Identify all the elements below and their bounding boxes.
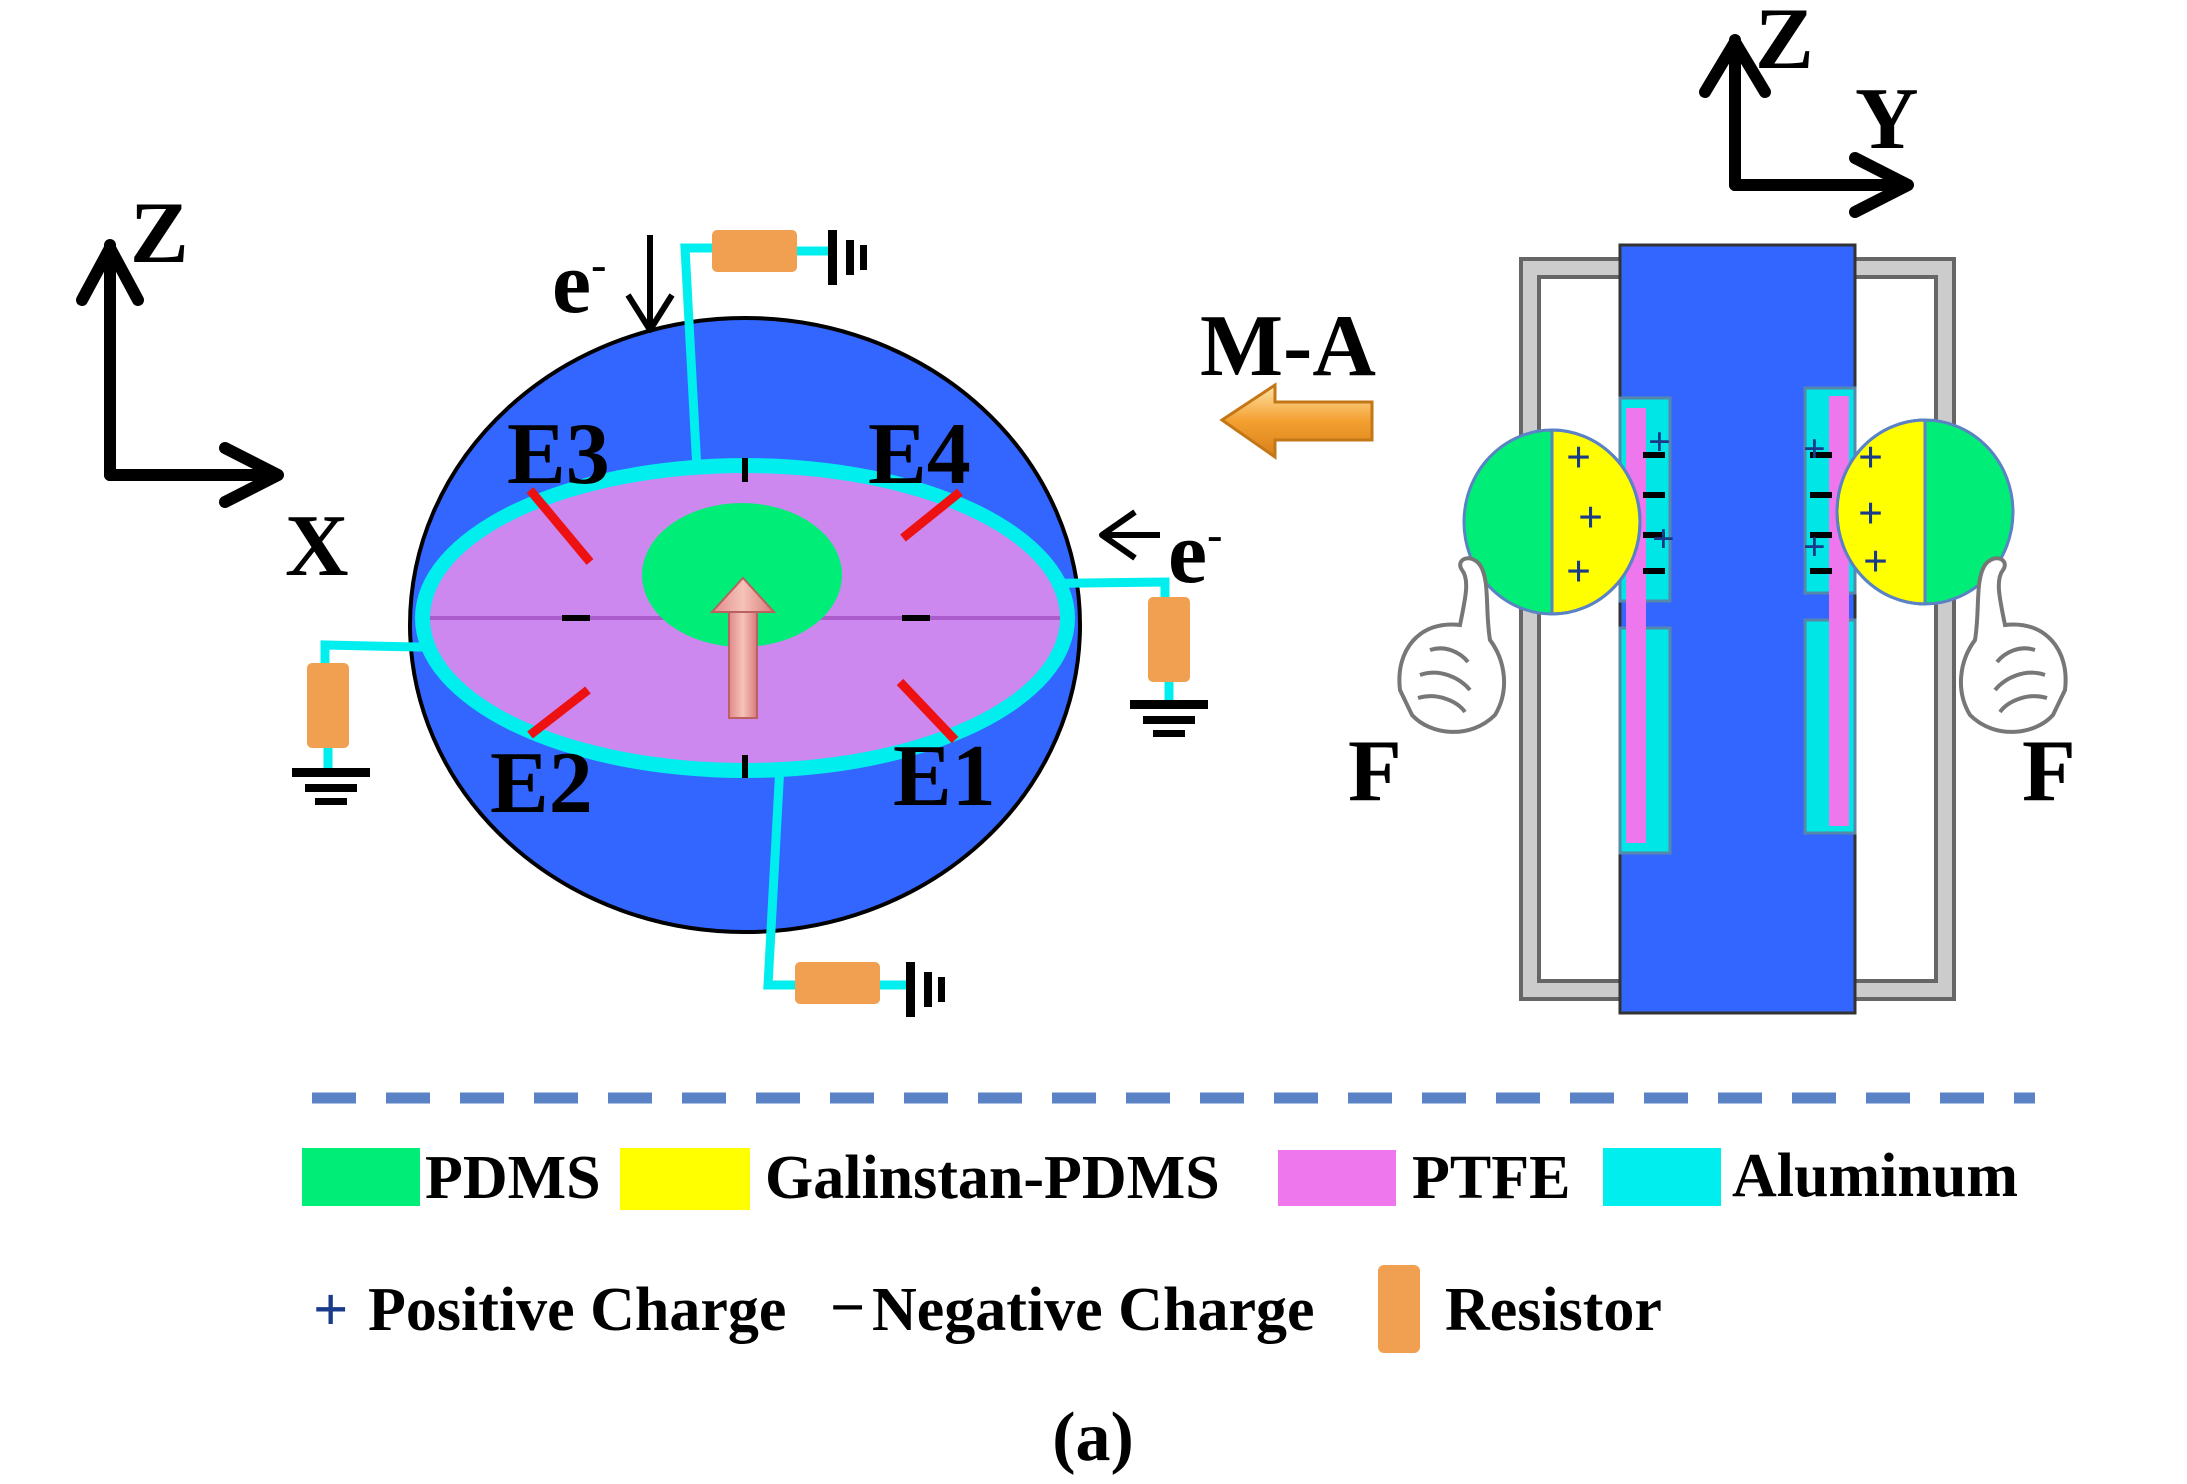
svg-text:+: + [1858, 433, 1883, 482]
legend-icon-minus: − [830, 1274, 865, 1342]
svg-text:+: + [1566, 433, 1591, 482]
svg-text:+: + [1803, 426, 1826, 471]
resistor-icon [307, 663, 349, 748]
left-axis-z-label: Z [130, 185, 189, 282]
electrode-label-e2: E2 [490, 735, 593, 832]
block-arrow-icon [1219, 382, 1374, 460]
right-axes: Z Y [1699, 0, 1919, 218]
pdms-mass [642, 503, 842, 647]
legend-swatch-pdms [302, 1148, 420, 1206]
ptfe-strip-left [1626, 408, 1646, 843]
axis-arrow-icon [1699, 36, 1771, 98]
electron-flow-top: e- [552, 235, 675, 333]
electrode-e1 [896, 678, 959, 744]
ground-icon [828, 230, 867, 285]
motion-arrow-label: M-A [1200, 298, 1376, 395]
svg-text:+: + [1566, 547, 1591, 596]
force-label-left: F [1348, 723, 1402, 820]
ground-icon [906, 962, 945, 1017]
positive-charges-balls: + + + + + + [1566, 433, 1888, 596]
axis-arrow-icon [1849, 152, 1914, 218]
electrode-label-e3: E3 [507, 406, 610, 503]
frame-left [1519, 257, 1620, 1001]
sensor-side-view: + + + + + + + + + + [1348, 243, 2076, 1015]
svg-text:e-: e- [552, 235, 606, 332]
right-axis-y-label: Y [1855, 71, 1919, 168]
legend-swatch-ptfe [1278, 1150, 1396, 1206]
pointing-hand-icon [1958, 556, 2068, 734]
svg-text:+: + [1858, 489, 1883, 538]
displacement-arrow-icon [709, 576, 777, 719]
ground-icon [1130, 700, 1208, 737]
wire-bottom [763, 764, 795, 990]
pointing-hand-icon [1397, 556, 1507, 734]
resistor-icon [712, 230, 797, 272]
legend-swatch-aluminum [1603, 1148, 1721, 1206]
legend-label-negative: Negative Charge [872, 1276, 1314, 1344]
figure-caption: (a) [1052, 1399, 1134, 1476]
ground-icon [292, 768, 370, 805]
left-axis-x-label: X [285, 498, 349, 595]
electrode-e2 [527, 686, 591, 739]
legend-label-ptfe: PTFE [1412, 1144, 1570, 1212]
svg-text:+: + [1652, 516, 1675, 561]
legend-swatch-galinstan [620, 1148, 750, 1210]
electrode-label-e1: E1 [893, 728, 996, 825]
svg-text:+: + [1578, 493, 1603, 542]
axis-arrow-icon [76, 242, 144, 306]
ptfe-strip-right [1829, 396, 1849, 826]
resistor-icon [1148, 597, 1190, 682]
axis-arrow-icon [219, 442, 284, 508]
electrode-label-e4: E4 [868, 406, 971, 503]
frame-right [1855, 257, 1956, 1001]
left-axes: Z X [76, 185, 349, 595]
resistor-icon [795, 962, 880, 1004]
contact-ball-left [1462, 428, 1642, 616]
legend: PDMS Galinstan-PDMS PTFE Aluminum + Posi… [302, 1142, 2018, 1353]
force-label-right: F [2022, 723, 2076, 820]
wire-top [680, 243, 720, 471]
legend-swatch-resistor [1378, 1265, 1420, 1353]
legend-label-positive: Positive Charge [368, 1276, 786, 1344]
motion-arrow: M-A [1200, 298, 1376, 460]
legend-icon-plus: + [313, 1276, 348, 1344]
svg-text:+: + [1863, 537, 1888, 586]
contact-ball-right [1835, 418, 2015, 606]
svg-text:e-: e- [1168, 505, 1222, 602]
negative-charges [1643, 452, 1832, 574]
legend-label-pdms: PDMS [425, 1144, 601, 1212]
positive-charges-electrodes: + + + + [1648, 419, 1826, 569]
svg-text:+: + [1803, 524, 1826, 569]
legend-label-resistor: Resistor [1445, 1276, 1662, 1344]
electrode-e4 [900, 488, 963, 542]
electrode-e3 [526, 487, 594, 565]
svg-text:+: + [1648, 419, 1671, 464]
sensor-top-view: E3 E4 E2 E1 e- e- [292, 230, 1222, 1017]
right-axis-z-label: Z [1755, 0, 1814, 88]
legend-label-aluminum: Aluminum [1732, 1142, 2018, 1210]
electron-flow-right: e- [1099, 505, 1222, 602]
legend-label-galinstan: Galinstan-PDMS [765, 1144, 1220, 1212]
